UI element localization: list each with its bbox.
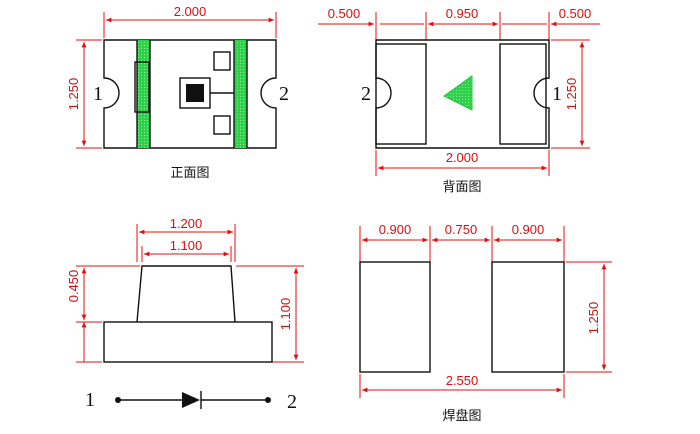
side-base-substrate [103,321,273,363]
pad-right [491,261,565,373]
front-green-stripe-right [234,40,247,148]
pad-left-dim-label: 0.900 [379,222,412,237]
back-polarity-triangle [443,75,473,111]
side-view: 1.200 1.100 0.450 1.100 [66,216,304,363]
front-pad-bottom [213,115,231,135]
back-pin-right-label: 1 [552,83,562,105]
pad-left [359,261,431,373]
back-pad-right [499,43,547,145]
back-right-dim-label: 0.500 [559,6,592,21]
side-total-dim-label: 1.100 [278,298,293,331]
back-body-outline [375,39,550,149]
side-inner-dim-label: 1.100 [170,238,203,253]
back-height-label: 1.250 [564,78,579,111]
pad-view: 0.900 0.750 0.900 1.250 2.550 焊盘图 [359,222,612,424]
pad-right-dim-label: 0.900 [512,222,545,237]
back-pad-left [375,43,427,145]
front-caption: 正面图 [170,166,209,181]
front-led-chip [186,84,204,102]
front-green-stripe-left [137,40,150,148]
symbol-pin-right-label: 2 [287,391,297,413]
front-pad-top [213,51,231,71]
pad-total-label: 2.550 [446,373,479,388]
front-body-outline [103,39,277,149]
front-height-label: 1.250 [66,78,81,111]
pad-height-label: 1.250 [586,302,601,335]
back-caption: 背面图 [442,180,481,195]
symbol-pin-left-label: 1 [85,389,95,411]
back-width-label: 2.000 [446,150,479,165]
back-center-dim-label: 0.950 [446,6,479,21]
diode-symbol: 1 2 [85,389,297,413]
symbol-diode-triangle [182,392,200,408]
front-view: 2.000 1.250 1 2 正面图 [66,4,289,181]
back-pin-left-label: 2 [361,83,371,105]
side-top-dim-label: 1.200 [170,216,203,231]
back-view: 0.500 0.950 0.500 1.250 2.000 2 1 背面图 [318,6,600,195]
front-lead-frame [134,61,150,113]
side-dome-lens [136,265,236,323]
front-width-label: 2.000 [174,4,207,19]
pad-center-dim-label: 0.750 [445,222,478,237]
front-pin-left-label: 1 [93,83,103,105]
front-pin-right-label: 2 [279,83,289,105]
side-dome-dim-label: 0.450 [66,270,81,303]
symbol-node-right [265,397,271,403]
back-left-dim-label: 0.500 [328,6,361,21]
pad-caption: 焊盘图 [442,408,481,424]
